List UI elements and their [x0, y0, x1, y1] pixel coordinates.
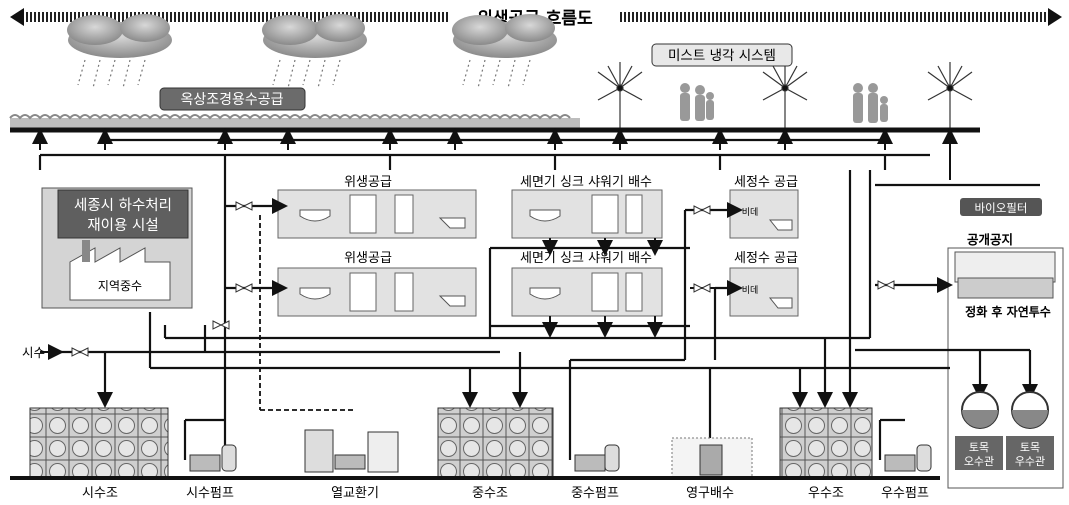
- pump-icon: [574, 444, 620, 472]
- sprinkler-icon: [762, 62, 808, 128]
- cloud-icon: [67, 14, 172, 58]
- label-gray-water-tank: 중수조: [472, 486, 508, 501]
- svg-text:비데: 비데: [742, 285, 759, 296]
- sink-icon: [299, 287, 331, 300]
- open-space: 공개공지 정화 후 자연투수: [947, 232, 1064, 489]
- svg-text:세면기 싱크 샤워기 배수: 세면기 싱크 샤워기 배수: [520, 251, 652, 266]
- label-city-water-pump: 시수펌프: [186, 486, 234, 501]
- label-gray-water-pump: 중수펌프: [571, 486, 619, 501]
- svg-text:세면기 싱크 샤워기 배수: 세면기 싱크 샤워기 배수: [520, 175, 652, 190]
- sanitary-room-bottom: 위생공급: [277, 251, 477, 317]
- heat-exchanger-icon: [304, 429, 399, 473]
- roof-greenery: [10, 118, 580, 128]
- svg-text:세정수 공급: 세정수 공급: [734, 175, 798, 190]
- gray-water-tank: [437, 407, 554, 478]
- svg-text:비데: 비데: [742, 207, 759, 218]
- wash-room-top: 세정수 공급 비데: [729, 175, 799, 239]
- sanitary-room-top: 위생공급: [277, 175, 477, 239]
- toilet-icon: [768, 219, 793, 231]
- valve-icons: [71, 201, 895, 357]
- label-permanent-drain: 영구배수: [686, 486, 734, 501]
- left-arrow-icon: [10, 8, 24, 26]
- sink-icon: [529, 209, 561, 222]
- pump-icon: [884, 444, 932, 472]
- cloud-icon: [452, 14, 557, 58]
- bottom-labels: 시수조 시수펌프 열교환기 중수조 중수펌프 영구배수 우수조 우수펌프: [82, 486, 929, 501]
- svg-text:옥상조경용수공급: 옥상조경용수공급: [180, 92, 283, 108]
- permanent-drain-pit: [671, 437, 753, 479]
- people-icon: [853, 83, 888, 123]
- rain-water-tank: [779, 407, 873, 478]
- right-arrow-icon: [1048, 8, 1062, 26]
- svg-text:오수관: 오수관: [964, 455, 994, 468]
- reuse-facility: 세종시 하수처리 재이용 시설 지역중수: [41, 187, 193, 309]
- label-rain-water-tank: 우수조: [808, 486, 844, 501]
- drain-room-top: 세면기 싱크 샤워기 배수: [511, 175, 663, 239]
- roof-arrows: [32, 128, 958, 180]
- svg-text:토목: 토목: [969, 441, 989, 454]
- facility-title-line1: 세종시 하수처리: [74, 197, 172, 214]
- city-water-label: 시수: [22, 345, 45, 360]
- roof-supply-label: 옥상조경용수공급: [159, 87, 306, 111]
- svg-text:세정수 공급: 세정수 공급: [734, 251, 798, 266]
- purify-label: 정화 후 자연투수: [965, 304, 1051, 319]
- greenery-texture: [9, 114, 571, 120]
- sewer-pipe: 토목 오수관: [955, 391, 1003, 470]
- svg-text:우수관: 우수관: [1015, 455, 1045, 468]
- svg-text:바이오필터: 바이오필터: [975, 201, 1028, 215]
- pump-icon: [189, 444, 237, 472]
- sprinkler-icon: [927, 62, 973, 128]
- toilet-icon: [768, 297, 793, 309]
- svg-text:위생공급: 위생공급: [344, 251, 392, 266]
- sprinkler-icon: [597, 62, 643, 128]
- cloud-icon: [262, 14, 367, 58]
- storm-pipe: 토목 우수관: [1006, 391, 1054, 470]
- mist-label: 미스트 냉각 시스템: [651, 43, 793, 67]
- mist-sprinklers: [597, 62, 973, 128]
- toilet-icon: [438, 217, 466, 229]
- svg-text:공개공지: 공개공지: [967, 232, 1013, 247]
- wash-room-bottom: 세정수 공급 비데: [729, 251, 799, 317]
- city-water-tank: [29, 407, 169, 478]
- roof-supply-pipes: [38, 138, 930, 170]
- toilet-icon: [438, 295, 466, 307]
- svg-text:미스트 냉각 시스템: 미스트 냉각 시스템: [668, 48, 776, 64]
- biofilter-label: 바이오필터: [960, 198, 1042, 216]
- regional-water-label: 지역중수: [98, 279, 142, 293]
- facility-title-line2: 재이용 시설: [87, 217, 158, 234]
- svg-text:토목: 토목: [1020, 441, 1040, 454]
- sink-icon: [529, 287, 561, 300]
- rain-clouds: [67, 14, 557, 89]
- svg-text:위생공급: 위생공급: [344, 175, 392, 190]
- people-icon: [680, 83, 714, 121]
- label-city-water-tank: 시수조: [82, 486, 118, 501]
- rain-drops: [77, 59, 531, 89]
- label-rain-water-pump: 우수펌프: [881, 486, 929, 501]
- label-heat-exchanger: 열교환기: [331, 486, 379, 501]
- drain-room-bottom: 세면기 싱크 샤워기 배수: [511, 251, 663, 317]
- sink-icon: [299, 209, 331, 222]
